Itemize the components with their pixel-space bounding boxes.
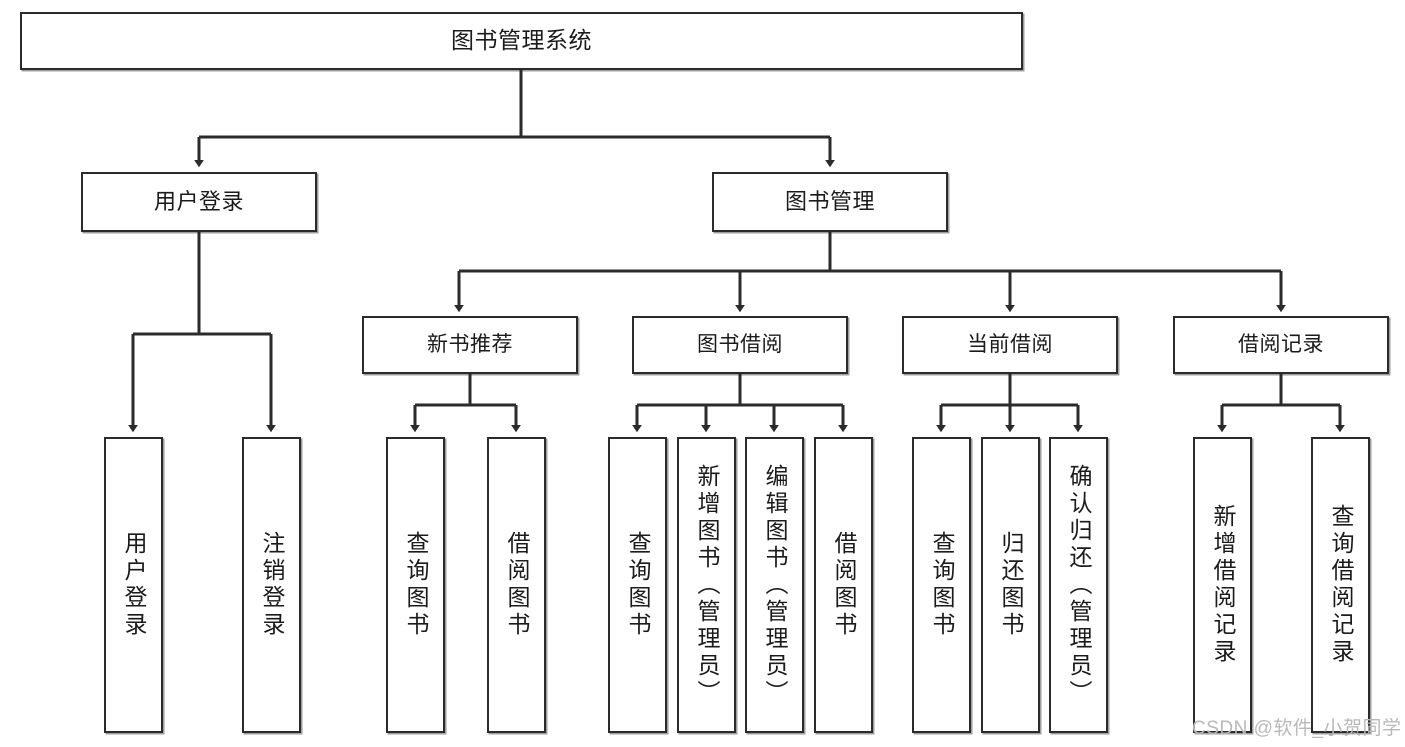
node-label: 用户登录 <box>153 188 244 214</box>
node-label: 用户登录 <box>121 531 147 639</box>
leaf-new-book-borrow-book[interactable]: 借阅图书 <box>487 437 546 733</box>
leaf-book-borrow-borrow-book[interactable]: 借阅图书 <box>814 437 873 733</box>
node-label: 查询图书 <box>929 531 955 639</box>
leaf-user-login-login[interactable]: 用户登录 <box>104 437 163 733</box>
leaf-book-borrow-add-book-admin[interactable]: 新增图书（管理员） <box>677 437 736 733</box>
leaf-current-borrow-query-book[interactable]: 查询图书 <box>912 437 971 733</box>
node-label: 查询借阅记录 <box>1328 504 1354 666</box>
node-label: 借阅图书 <box>831 531 857 639</box>
node-label: 图书管理系统 <box>451 27 592 54</box>
node-user-login[interactable]: 用户登录 <box>81 172 317 232</box>
node-label: 新增借阅记录 <box>1210 504 1236 666</box>
node-label: 图书借阅 <box>697 333 783 357</box>
node-borrow-record[interactable]: 借阅记录 <box>1173 316 1389 374</box>
node-label: 当前借阅 <box>967 333 1053 357</box>
node-label: 编辑图书（管理员） <box>762 463 788 707</box>
leaf-borrow-record-add-record[interactable]: 新增借阅记录 <box>1193 437 1252 733</box>
node-label: 归还图书 <box>998 531 1024 639</box>
leaf-current-borrow-confirm-return-admin[interactable]: 确认归还（管理员） <box>1049 437 1108 733</box>
node-label: 新书推荐 <box>427 333 513 357</box>
node-new-book-recommend[interactable]: 新书推荐 <box>362 316 578 374</box>
leaf-borrow-record-query-record[interactable]: 查询借阅记录 <box>1311 437 1370 733</box>
node-label: 注销登录 <box>259 531 285 639</box>
node-book-borrow[interactable]: 图书借阅 <box>632 316 848 374</box>
node-label: 图书管理 <box>784 188 875 214</box>
node-label: 借阅图书 <box>504 531 530 639</box>
node-current-borrow[interactable]: 当前借阅 <box>902 316 1118 374</box>
leaf-current-borrow-return-book[interactable]: 归还图书 <box>981 437 1040 733</box>
node-label: 查询图书 <box>625 531 651 639</box>
node-label: 确认归还（管理员） <box>1066 463 1092 707</box>
leaf-new-book-query-book[interactable]: 查询图书 <box>386 437 445 733</box>
leaf-book-borrow-edit-book-admin[interactable]: 编辑图书（管理员） <box>745 437 804 733</box>
node-book-management[interactable]: 图书管理 <box>712 172 948 232</box>
node-label: 查询图书 <box>403 531 429 639</box>
node-label: 借阅记录 <box>1238 333 1324 357</box>
leaf-book-borrow-query-book[interactable]: 查询图书 <box>608 437 667 733</box>
node-root-book-management-system[interactable]: 图书管理系统 <box>20 12 1023 70</box>
node-label: 新增图书（管理员） <box>694 463 720 707</box>
leaf-user-login-logout[interactable]: 注销登录 <box>242 437 301 733</box>
